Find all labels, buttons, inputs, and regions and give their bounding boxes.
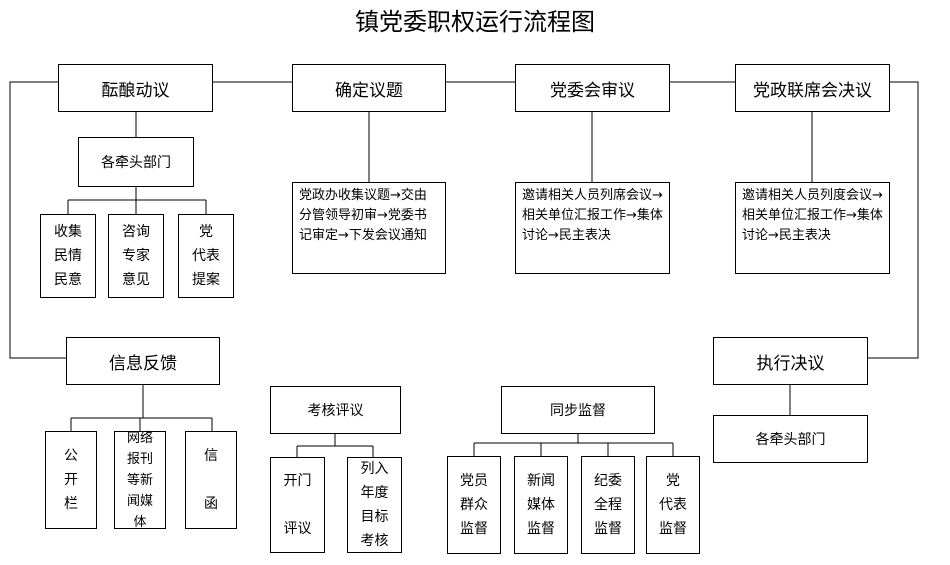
step-joint-meeting-resolution: 党政联席会决议 — [735, 64, 890, 112]
step-execute-resolution: 执行决议 — [713, 337, 868, 385]
public-board-box: 公 开 栏 — [45, 431, 97, 529]
agenda-process-description: 党政办收集议题→交由分管领导初审→党委书记审定→下发会议通知 — [292, 182, 446, 274]
synchronous-supervision-box: 同步监督 — [501, 386, 655, 434]
resolution-process-description: 邀请相关人员列度会议→相关单位汇报工作→集体讨论→民主表决 — [735, 182, 890, 274]
annual-target-assessment-box: 列入 年度 目标 考核 — [347, 457, 402, 553]
lead-departments-box: 各牵头部门 — [78, 137, 194, 187]
review-process-description: 邀请相关人员列席会议→相关单位汇报工作→集体讨论→民主表决 — [515, 182, 670, 274]
execute-lead-departments-box: 各牵头部门 — [713, 415, 868, 463]
discipline-committee-supervision-box: 纪委 全程 监督 — [581, 456, 635, 554]
collect-public-opinion-box: 收集 民情 民意 — [40, 214, 96, 298]
party-member-supervision-box: 党员 群众 监督 — [447, 456, 501, 554]
delegate-supervision-box: 党 代表 监督 — [646, 456, 700, 554]
step-committee-review: 党委会审议 — [515, 64, 670, 112]
diagram-title: 镇党委职权运行流程图 — [355, 8, 595, 36]
open-review-box: 开门 评议 — [270, 457, 325, 553]
step-deliberate-proposal: 酝酿动议 — [58, 64, 213, 112]
assessment-review-box: 考核评议 — [270, 386, 401, 434]
step-confirm-agenda: 确定议题 — [292, 64, 446, 112]
media-supervision-box: 新闻 媒体 监督 — [514, 456, 568, 554]
step-information-feedback: 信息反馈 — [66, 337, 220, 385]
expert-consultation-box: 咨询 专家 意见 — [108, 214, 164, 298]
delegate-proposal-box: 党 代表 提案 — [178, 214, 234, 298]
letters-box: 信 函 — [185, 431, 237, 529]
news-media-box: 网络 报刊 等新 闻媒 体 — [114, 431, 166, 530]
